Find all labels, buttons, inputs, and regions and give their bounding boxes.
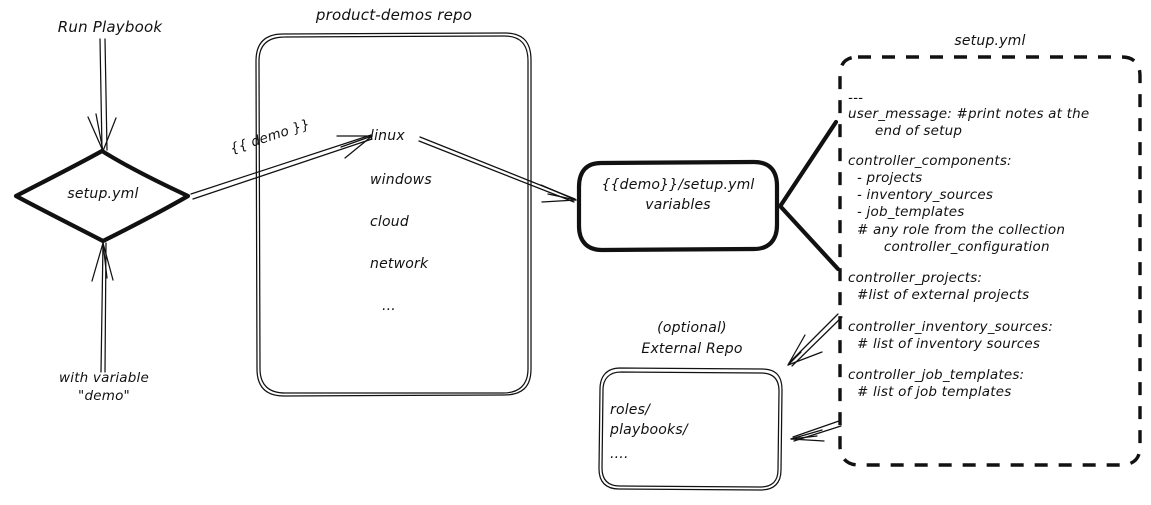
arrow-linux-to-vars [418, 136, 577, 203]
setup-yml-line-18: # list of job templates [848, 384, 1012, 401]
with-variable-label-line2: "demo" [78, 388, 130, 404]
repo-item-cloud: cloud [370, 213, 409, 230]
setup-yml-line-13 [848, 305, 1136, 319]
external-repo-item-playbooks: playbooks/ [610, 421, 688, 438]
product-demos-repo-items: linux windows cloud network ... [370, 128, 500, 316]
arrow-jobtemplates-to-external-repo [790, 420, 842, 442]
setup-yml-line-14: controller_inventory_sources: [848, 318, 1053, 335]
vars-node-label-line1: {{demo}}/setup.yml [601, 177, 755, 193]
setup-yml-line-15: # list of inventory sources [848, 335, 1041, 352]
setup-yml-line-16 [848, 353, 1136, 367]
setup-yml-line-8: # any role from the collection [848, 221, 1066, 238]
setup-yml-line-3 [848, 141, 1136, 153]
setup-yml-line-9: controller_configuration [848, 238, 1050, 255]
setup-yml-decision-label: setup.yml [67, 186, 139, 202]
vars-node-shape [576, 159, 780, 253]
product-demos-repo-shape [255, 32, 532, 397]
vars-node-label-line2: variables [645, 197, 711, 213]
external-repo-title-line1: (optional) [657, 320, 727, 336]
setup-yml-line-17: controller_job_templates: [848, 367, 1025, 384]
external-repo-title-line2: External Repo [641, 341, 743, 357]
setup-yml-line-10 [848, 256, 1136, 270]
repo-item-linux: linux [370, 128, 405, 144]
arrow-demo-to-linux [190, 134, 373, 200]
external-repo-items: roles/ playbooks/ .... [610, 402, 770, 464]
external-repo-shape [598, 367, 783, 491]
arrow-projects-to-external-repo [787, 313, 843, 367]
external-repo-item-ellipsis: .... [610, 445, 629, 462]
arrow-with-variable [91, 242, 114, 373]
setup-yml-panel-title: setup.yml [954, 33, 1026, 49]
setup-yml-line-12: #list of external projects [848, 287, 1030, 304]
with-variable-label-line1: with variable [59, 370, 149, 386]
setup-yml-line-2: end of setup [848, 123, 963, 140]
setup-yml-line-1: user_message: #print notes at the [848, 106, 1090, 122]
setup-yml-line-4: controller_components: [848, 152, 1012, 169]
setup-yml-line-11: controller_projects: [848, 270, 983, 287]
setup-yml-panel-content: --- user_message: #print notes at the en… [848, 90, 1136, 402]
setup-yml-line-0: --- [848, 90, 864, 106]
connector-setupyml-to-vars [778, 119, 841, 272]
repo-item-windows: windows [370, 171, 432, 188]
arrow-run-playbook [87, 38, 117, 152]
setup-yml-line-5: - projects [848, 169, 923, 186]
repo-item-ellipsis: ... [382, 297, 396, 314]
setup-yml-line-6: - inventory_sources [848, 187, 994, 204]
setup-yml-decision-shape [13, 148, 191, 244]
product-demos-repo-title: product-demos repo [315, 6, 473, 24]
external-repo-item-roles: roles/ [610, 402, 651, 418]
run-playbook-label: Run Playbook [57, 18, 163, 36]
setup-yml-line-7: - job_templates [848, 204, 965, 221]
repo-item-network: network [370, 255, 429, 272]
